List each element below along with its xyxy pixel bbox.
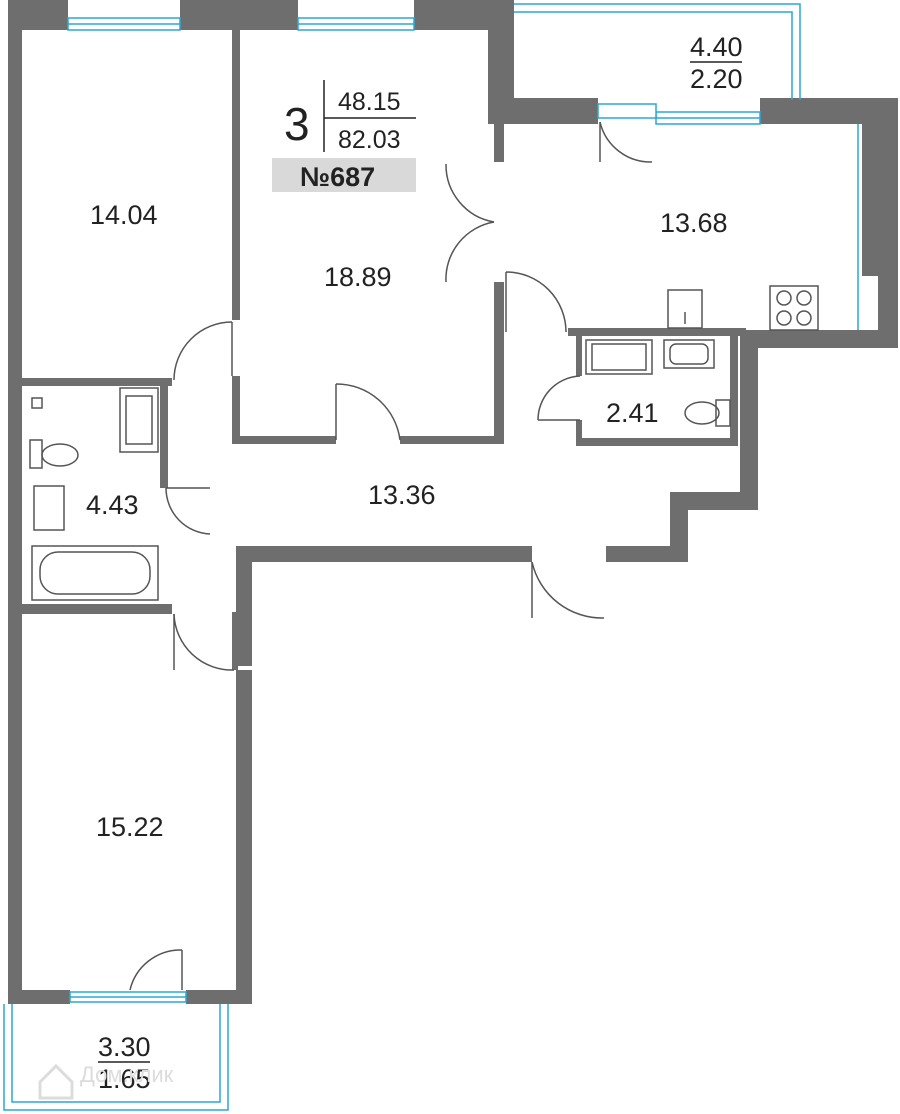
balcony-door-top <box>597 103 657 119</box>
bathroom-fixtures <box>29 387 159 601</box>
balcony-top-total: 4.40 <box>690 32 743 62</box>
watermark-logo: Дом.клик <box>38 1062 174 1100</box>
room-area-hallway: 13.36 <box>368 480 436 510</box>
outer-walls <box>8 0 898 1004</box>
wc-fixtures <box>585 339 731 427</box>
apartment-number-badge <box>272 158 416 192</box>
rooms-count: 3 <box>284 98 310 150</box>
room-area-wc: 2.41 <box>606 398 659 428</box>
apartment-info: 3 48.15 82.03 №687 <box>272 80 416 192</box>
wc-cabinet <box>585 339 653 375</box>
sink <box>33 485 65 531</box>
wc-sink <box>663 339 715 369</box>
total-area: 82.03 <box>338 126 401 154</box>
toilet <box>29 439 43 469</box>
room-area-kitchen: 13.68 <box>660 208 728 238</box>
windows <box>67 17 761 1003</box>
room-area-bedroom-top-left: 14.04 <box>90 200 158 230</box>
kitchen-fixtures <box>667 285 819 331</box>
apartment-number: №687 <box>300 162 375 192</box>
room-area-living-room: 18.89 <box>324 262 392 292</box>
interior-walls <box>22 30 746 670</box>
balconies <box>3 3 859 1111</box>
kitchen-sink <box>667 289 703 329</box>
room-area-bathroom: 4.43 <box>86 490 139 520</box>
balcony-top-reduced: 2.20 <box>690 64 743 94</box>
balcony-bottom-reduced: 1.65 <box>98 1064 151 1094</box>
balcony-bottom-total: 3.30 <box>98 1032 151 1062</box>
stove <box>769 285 819 331</box>
watermark-text: Дом.клик <box>80 1062 174 1087</box>
room-area-bedroom-bottom: 15.22 <box>96 812 164 842</box>
bathtub <box>31 545 159 601</box>
washing-machine <box>119 387 159 453</box>
doors <box>129 121 653 991</box>
wc-toilet <box>715 399 731 427</box>
living-area: 48.15 <box>338 88 401 116</box>
room-labels: 14.04 18.89 13.68 4.43 2.41 13.36 15.22 <box>86 200 728 842</box>
balcony-labels: 4.40 2.20 3.30 1.65 <box>98 32 743 1094</box>
